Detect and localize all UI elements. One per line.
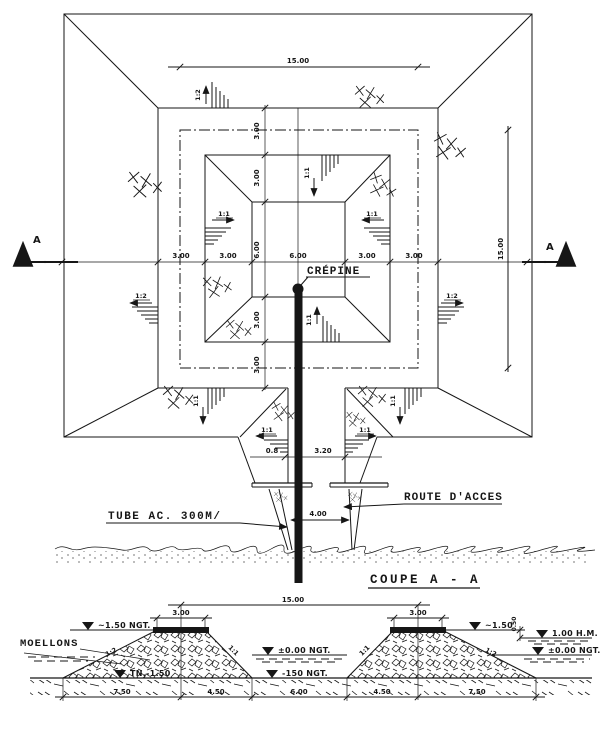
crest-dim-right: 3.00 xyxy=(409,609,426,617)
h-dim-4: 3.00 xyxy=(358,252,375,260)
plan-right-dimension: 15.00 xyxy=(497,126,512,372)
slope-inner-top: 1:1 xyxy=(303,154,339,197)
level-text: ~1.50 xyxy=(485,621,513,630)
slope-wing-right-face: 1:1 xyxy=(344,426,377,453)
plan-horizontal-dims: 3.00 3.00 6.00 3.00 3.00 xyxy=(154,252,442,266)
slope-label: 1:1 xyxy=(261,426,273,434)
plan-top-dim-text: 15.00 xyxy=(287,57,309,65)
h-dim-5: 3.00 xyxy=(405,252,422,260)
section-top-dimension: 15.00 xyxy=(168,596,430,700)
slope-outer-top: 1:2 xyxy=(194,81,229,109)
level-text: 1.00 H.M. xyxy=(552,629,598,638)
level-mid-ground: -150 NGT. xyxy=(266,669,328,678)
v-dim-4: 3.00 xyxy=(253,311,261,328)
plan-top-dimension: 15.00 xyxy=(168,57,430,71)
slope-label: 1:1 xyxy=(192,395,200,407)
slope-label: 1:1 xyxy=(305,314,313,326)
level-left-ground: TN.-1.50 xyxy=(114,669,171,678)
slope-label: 1:2 xyxy=(446,292,458,300)
bottom-dim-5: 7.50 xyxy=(468,688,485,696)
level-marker-icon xyxy=(536,630,548,638)
level-marker-icon xyxy=(262,647,274,655)
level-text: ±0.00 NGT. xyxy=(278,646,331,655)
slope-wing-left-face: 1:1 xyxy=(255,426,289,453)
tube-label: TUBE AC. 300M/ xyxy=(108,511,221,523)
moellons-label: MOELLONS xyxy=(20,638,78,650)
slope-outer-right: 1:2 xyxy=(437,292,465,324)
level-text: TN.-1.50 xyxy=(130,669,171,678)
h-dim-3: 6.00 xyxy=(289,252,306,260)
slope-inner-bottom: 1:1 xyxy=(305,306,340,343)
bottom-dim-4: 4.50 xyxy=(373,688,390,696)
section-letter-right: A xyxy=(546,242,554,253)
level-marker-icon xyxy=(82,622,94,630)
level-left-crest: ~1.50 NGT. xyxy=(70,621,153,631)
v-dim-5: 3.00 xyxy=(253,356,261,373)
slope-label: 1:1 xyxy=(303,167,311,179)
section-title: COUPE A - A xyxy=(370,573,480,587)
level-right-sea: 1.00 H.M. xyxy=(520,629,598,645)
level-marker-icon xyxy=(532,647,544,655)
ground-hatch xyxy=(30,680,592,695)
crest-dim-left: 3.00 xyxy=(172,609,189,617)
route-label: ROUTE D'ACCES xyxy=(404,492,503,504)
route-label-group: ROUTE D'ACCES xyxy=(343,492,503,511)
slope-inner-right: 1:1 xyxy=(361,210,391,245)
ground-line xyxy=(54,544,596,564)
right-embankment xyxy=(345,629,537,679)
v-dim-2: 3.00 xyxy=(253,169,261,186)
tube-label-group: TUBE AC. 300M/ xyxy=(106,511,288,530)
level-mid-water: ±0.00 NGT. xyxy=(252,646,347,663)
crepine-assembly: CRÉPINE xyxy=(292,264,370,583)
v-dim-1: 3.00 xyxy=(253,122,261,139)
access-road: 0.8 3.20 4.00 xyxy=(237,388,394,551)
level-text: ±0.00 NGT. xyxy=(548,646,600,655)
slope-wing-left-top: 1:1 xyxy=(192,387,225,425)
level-marker-icon xyxy=(266,670,278,678)
culvert-deck xyxy=(251,482,389,488)
section-top-dim-text: 15.00 xyxy=(282,596,304,604)
crepine-label: CRÉPINE xyxy=(307,264,360,278)
bottom-dim-2: 4.50 xyxy=(207,688,224,696)
slope-label: 1:2 xyxy=(194,89,202,101)
slope-label: 1:1 xyxy=(359,426,371,434)
section-title-group: COUPE A - A xyxy=(368,573,480,589)
section-marker-left: A xyxy=(12,235,78,267)
h-dim-2: 3.00 xyxy=(219,252,236,260)
h-dim-1: 3.00 xyxy=(172,252,189,260)
crest-dimensions: 3.00 3.00 xyxy=(150,609,449,628)
level-right-crest: ~1.50 xyxy=(446,621,525,631)
plan-vertical-dims: 3.00 3.00 6.00 3.00 3.00 xyxy=(253,104,269,392)
level-text: -150 NGT. xyxy=(282,669,328,678)
pipe xyxy=(294,288,303,583)
moellons-label-group: MOELLONS xyxy=(20,638,151,665)
level-right-water: ±0.00 NGT. xyxy=(491,646,600,663)
section-letter-left: A xyxy=(33,235,41,246)
bottom-dim-1: 7.50 xyxy=(113,688,130,696)
slope-label: 1:1 xyxy=(389,395,397,407)
level-text: ~1.50 NGT. xyxy=(98,621,151,630)
freeboard-text: 0.50 xyxy=(511,617,518,632)
plan-right-dim-text: 15.00 xyxy=(497,238,505,260)
slope-outer-left: 1:2 xyxy=(129,292,159,324)
v-dim-3: 6.00 xyxy=(253,241,261,258)
outer-toe-square xyxy=(63,13,533,438)
road-dim-bottom: 4.00 xyxy=(309,510,326,518)
level-marker-icon xyxy=(114,670,126,678)
section-bottom-dimensions: 7.50 4.50 6.00 4.50 7.50 xyxy=(55,678,545,701)
level-marker-icon xyxy=(469,622,481,630)
road-dim-top: 3.20 xyxy=(314,447,331,455)
section-marker-right: A xyxy=(522,240,577,267)
slope-label: 1:2 xyxy=(135,292,147,300)
road-dim-offset: 0.8 xyxy=(266,447,279,455)
bottom-dim-3: 6.00 xyxy=(290,688,307,696)
slope-label: 1:1 xyxy=(218,210,230,218)
slope-inner-left: 1:1 xyxy=(204,210,235,245)
slope-wing-right-top: 1:1 xyxy=(389,387,422,425)
road-walls xyxy=(268,488,363,551)
slope-label: 1:1 xyxy=(366,210,378,218)
plan-view: A A 15.00 15.00 3.00 3.00 6.00 3.00 3.0 xyxy=(12,13,596,589)
cross-section: 1:2 1:1 1:1 1:2 15.00 3.00 3.00 ~1.50 NG… xyxy=(20,596,600,701)
